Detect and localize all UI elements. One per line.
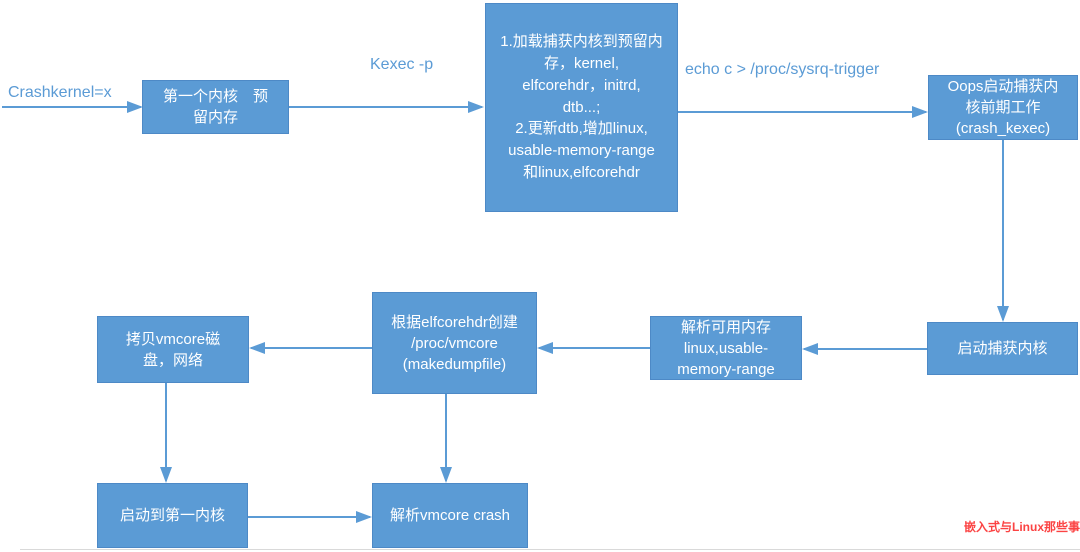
node-parse-usable-memory: 解析可用内存 linux,usable- memory-range (650, 316, 802, 380)
node-load-capture-kernel: 1.加载捕获内核到预留内 存，kernel, elfcorehdr，initrd… (485, 3, 678, 212)
node-reserve-memory: 第一个内核 预 留内存 (142, 80, 289, 134)
node-copy-vmcore: 拷贝vmcore磁 盘，网络 (97, 316, 249, 383)
bottom-divider (20, 549, 1080, 550)
edge-label-sysrq-trigger: echo c > /proc/sysrq-trigger (685, 61, 880, 78)
node-parse-vmcore-crash: 解析vmcore crash (372, 483, 528, 548)
node-oops-crash-kexec: Oops启动捕获内 核前期工作 (crash_kexec) (928, 75, 1078, 140)
edge-label-crashkernel: Crashkernel=x (8, 84, 112, 101)
edge-label-kexec: Kexec -p (370, 56, 434, 73)
node-boot-capture-kernel: 启动捕获内核 (927, 322, 1078, 375)
node-create-proc-vmcore: 根据elfcorehdr创建 /proc/vmcore (makedumpfil… (372, 292, 537, 394)
node-boot-first-kernel: 启动到第一内核 (97, 483, 248, 548)
watermark-label: 嵌入式与Linux那些事 (964, 520, 1080, 534)
